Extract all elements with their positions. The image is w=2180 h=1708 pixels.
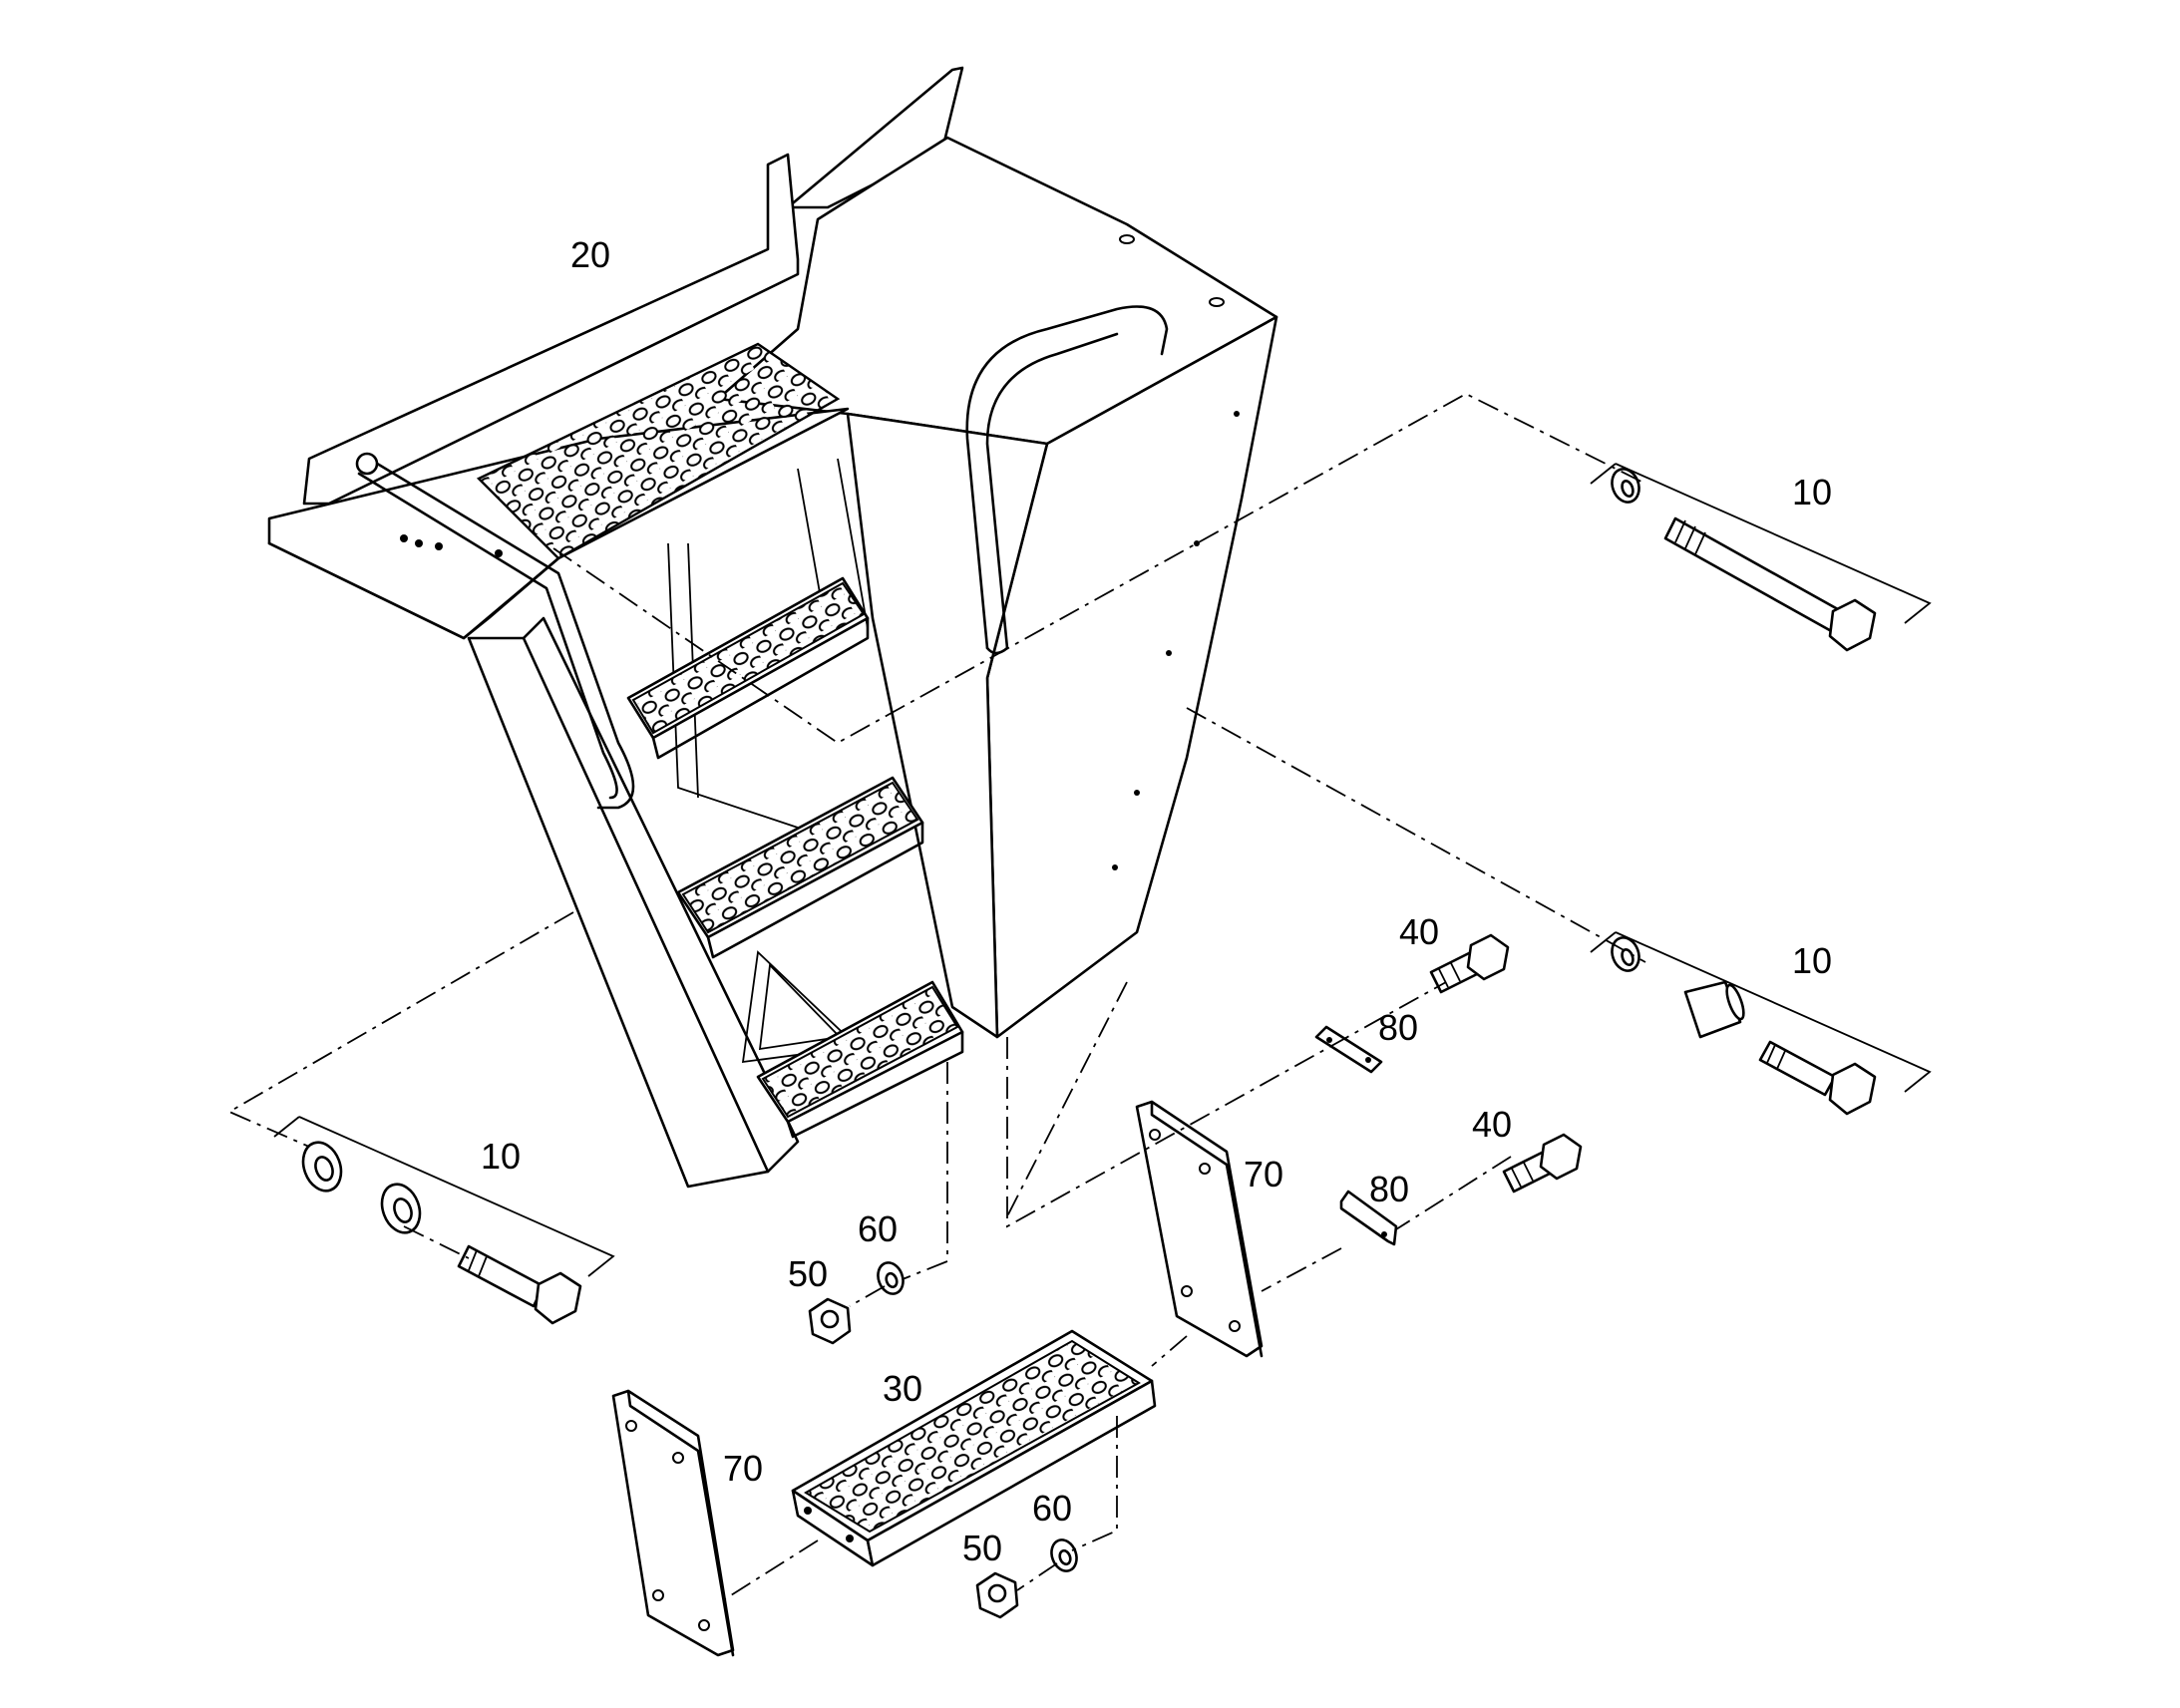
bolt-set-left [273, 1116, 615, 1325]
callout-50-upper: 50 [788, 1253, 828, 1294]
callout-60-upper: 60 [858, 1208, 898, 1249]
callout-60-lower: 60 [1032, 1488, 1072, 1529]
callout-40-bottom: 40 [1472, 1104, 1512, 1145]
callout-30: 30 [883, 1368, 922, 1409]
step-ladder-assembly [267, 66, 1278, 1189]
callout-80-bottom: 80 [1369, 1169, 1409, 1209]
assembly-centerlines [227, 392, 1646, 1601]
mounting-plate-70-right [1135, 1100, 1264, 1358]
callout-20: 20 [570, 234, 610, 275]
nut-50-upper [808, 1297, 852, 1345]
callout-40-top: 40 [1399, 911, 1439, 952]
bolt-set-top-right [1590, 463, 1932, 652]
loose-step-30 [791, 1329, 1157, 1567]
callout-10-mid: 10 [1792, 940, 1832, 981]
plate-80-lower [1339, 1190, 1398, 1246]
callout-labels: 10 10 10 20 30 40 40 50 50 60 60 70 70 8… [481, 234, 1832, 1568]
nut-50-lower [975, 1571, 1019, 1619]
bolt-40-upper [1429, 933, 1510, 994]
callout-10-left: 10 [481, 1136, 521, 1177]
washer-60-upper [877, 1261, 905, 1295]
plate-80-upper [1314, 1025, 1383, 1074]
bolt-set-middle-right [1590, 931, 1932, 1116]
callout-50-lower: 50 [962, 1528, 1002, 1568]
callout-80-top: 80 [1378, 1007, 1418, 1048]
washer-60-lower [1050, 1538, 1078, 1572]
callout-70-left: 70 [723, 1448, 763, 1489]
bolt-40-lower [1502, 1133, 1583, 1194]
callout-10-top: 10 [1792, 472, 1832, 512]
mounting-plate-70-left [611, 1389, 735, 1657]
callout-70-right: 70 [1244, 1154, 1283, 1195]
